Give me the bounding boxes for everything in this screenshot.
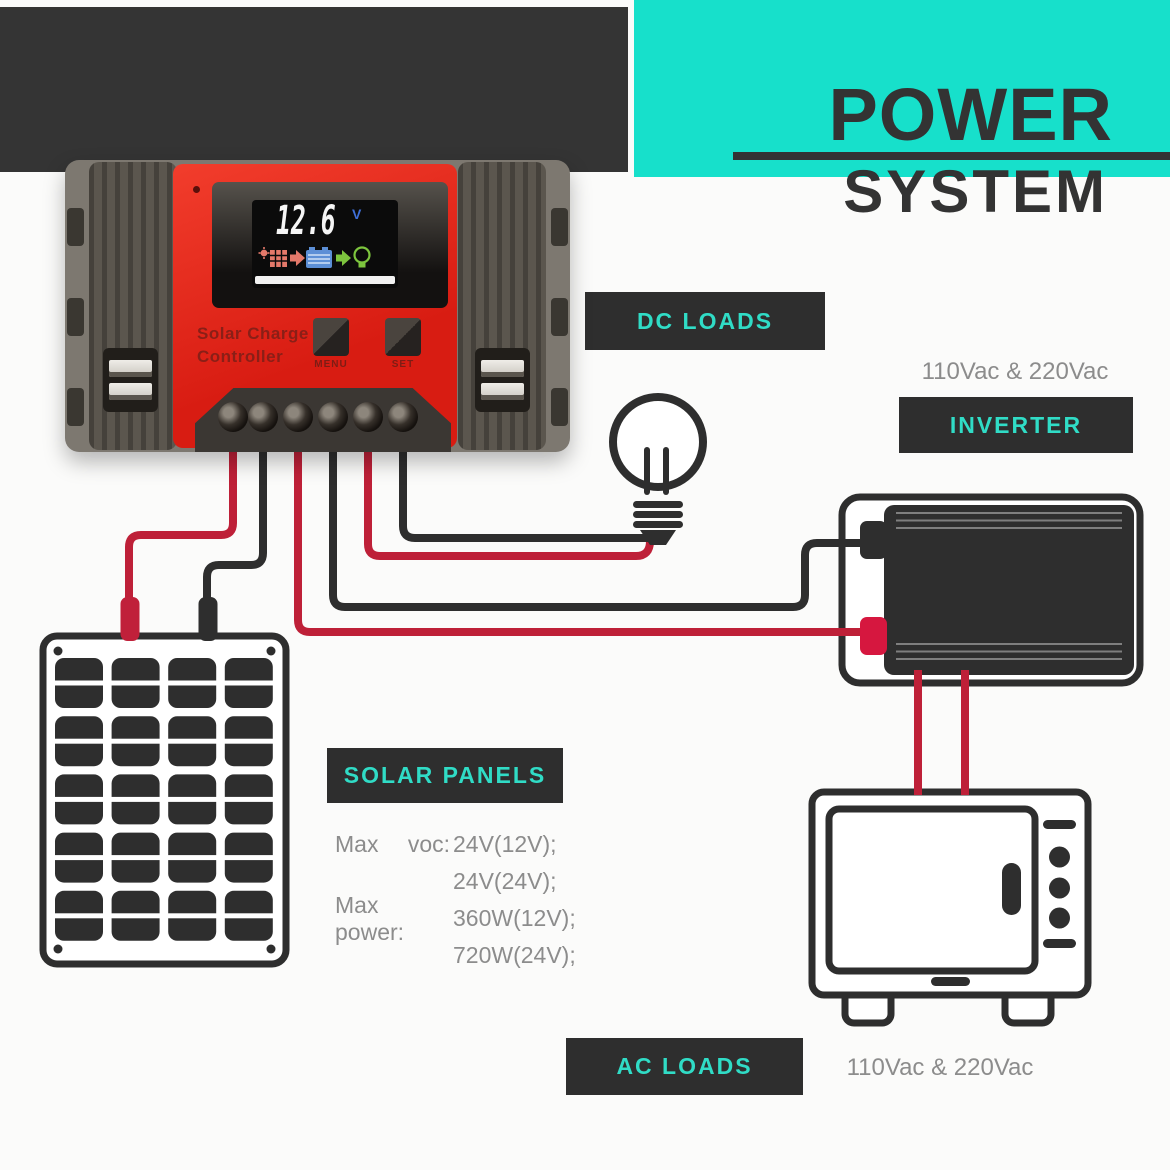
solar-panels-label: SOLAR PANELS xyxy=(327,748,563,803)
usb-port-icon xyxy=(109,360,152,377)
bulb-icon xyxy=(353,246,371,268)
inverter-text: INVERTER xyxy=(949,411,1083,438)
controller-brand-text: Solar Charge Controller xyxy=(197,322,327,368)
page-title-line2: SYSTEM xyxy=(843,158,1108,225)
ac-voltage-note: 110Vac & 220Vac xyxy=(846,1054,1034,1081)
lcd-bottom-strip xyxy=(255,276,395,284)
page-title-line1: POWER xyxy=(828,73,1113,156)
microwave-door xyxy=(825,805,1039,975)
header-teal-block xyxy=(634,0,1170,177)
terminal-screw xyxy=(353,402,383,432)
microwave-knob xyxy=(1049,846,1070,868)
wire-load-positive xyxy=(364,444,654,560)
lcd-voltage-unit: V xyxy=(352,206,362,222)
inverter-terminal-red xyxy=(860,617,887,655)
controller-notch xyxy=(67,388,84,426)
terminal-screw xyxy=(318,402,348,432)
lcd-status-icons xyxy=(258,246,371,268)
usb-port-icon xyxy=(481,383,524,400)
set-button-label: SET xyxy=(391,359,415,370)
inverter-device xyxy=(838,493,1144,687)
set-button[interactable] xyxy=(385,318,421,356)
panel-plug-black xyxy=(198,597,218,641)
microwave-knob xyxy=(1049,877,1070,899)
ac-loads-text: AC LOADS xyxy=(616,1053,753,1079)
spec-row: Max power: 360W(12V); xyxy=(335,892,595,945)
spec-value: 24V(12V); xyxy=(453,831,557,857)
spec-value: 720W(24V); xyxy=(453,942,576,968)
charge-controller-device: 12.6 V xyxy=(65,160,570,452)
spec-value: 360W(12V); xyxy=(453,905,576,931)
spec-row: 24V(24V); xyxy=(335,863,595,900)
lcd-voltage-value: 12.6 xyxy=(276,198,336,244)
terminal-screw xyxy=(248,402,278,432)
battery-icon xyxy=(306,247,332,268)
spec-label-left: Max xyxy=(335,831,379,857)
wires xyxy=(125,444,969,795)
panel-cells xyxy=(54,658,274,941)
solar-panel-icon xyxy=(39,632,290,968)
controller-notch xyxy=(551,208,568,246)
arrow-right-icon xyxy=(336,250,351,266)
header-dark-block xyxy=(0,7,628,172)
solar-panel-icon xyxy=(270,250,287,267)
usb-ports-right xyxy=(475,348,530,412)
solar-panel-specs: Max voc: 24V(12V); 24V(24V); Max power: … xyxy=(335,826,595,974)
controller-notch xyxy=(551,388,568,426)
usb-port-icon xyxy=(109,383,152,400)
wire-pv-positive xyxy=(125,444,237,605)
wire-battery-negative xyxy=(329,444,874,611)
inverter-label: INVERTER xyxy=(899,397,1133,453)
usb-ports-left xyxy=(103,348,158,412)
spec-label: Max voc: xyxy=(335,831,450,858)
wire-load-negative xyxy=(399,444,650,542)
solar-panels-text: SOLAR PANELS xyxy=(343,762,547,788)
title-underline xyxy=(733,152,1170,160)
ac-loads-label: AC LOADS xyxy=(566,1038,803,1095)
usb-port-icon xyxy=(481,360,524,377)
wire-pv-negative xyxy=(203,444,267,605)
spec-row: 720W(24V); xyxy=(335,937,595,974)
spec-row: Max voc: 24V(12V); xyxy=(335,826,595,863)
controller-notch xyxy=(551,298,568,336)
controller-notch xyxy=(67,298,84,336)
menu-button[interactable] xyxy=(313,318,349,356)
sun-icon xyxy=(258,247,270,259)
panel-plug-red xyxy=(120,597,140,641)
inverter-fins xyxy=(896,512,1122,660)
bulb-filament xyxy=(644,447,669,495)
wire-battery-positive xyxy=(294,444,874,636)
indicator-hole xyxy=(193,186,200,193)
light-bulb-icon xyxy=(609,393,707,545)
terminal-screw xyxy=(283,402,313,432)
microwave-knob xyxy=(1049,907,1070,929)
dc-loads-label: DC LOADS xyxy=(585,292,825,350)
brand-line1: Solar Charge xyxy=(197,324,309,343)
dc-loads-text: DC LOADS xyxy=(636,307,774,334)
inverter-voltage-note: 110Vac & 220Vac xyxy=(921,358,1109,385)
microwave-icon xyxy=(808,788,1092,1027)
spec-label-left: Max power: xyxy=(335,891,405,945)
terminal-screw xyxy=(388,402,418,432)
lcd-screen: 12.6 V xyxy=(252,198,398,288)
controller-notch xyxy=(67,208,84,246)
inverter-terminal-black xyxy=(860,521,887,559)
arrow-right-icon xyxy=(290,250,305,266)
microwave-handle xyxy=(1002,863,1021,915)
spec-value: 24V(24V); xyxy=(453,868,557,894)
spec-label: Max power: xyxy=(335,892,450,946)
brand-line2: Controller xyxy=(197,347,284,366)
menu-button-label: MENU xyxy=(314,359,348,370)
spec-label-right: voc: xyxy=(407,831,450,857)
terminal-screw xyxy=(218,402,248,432)
